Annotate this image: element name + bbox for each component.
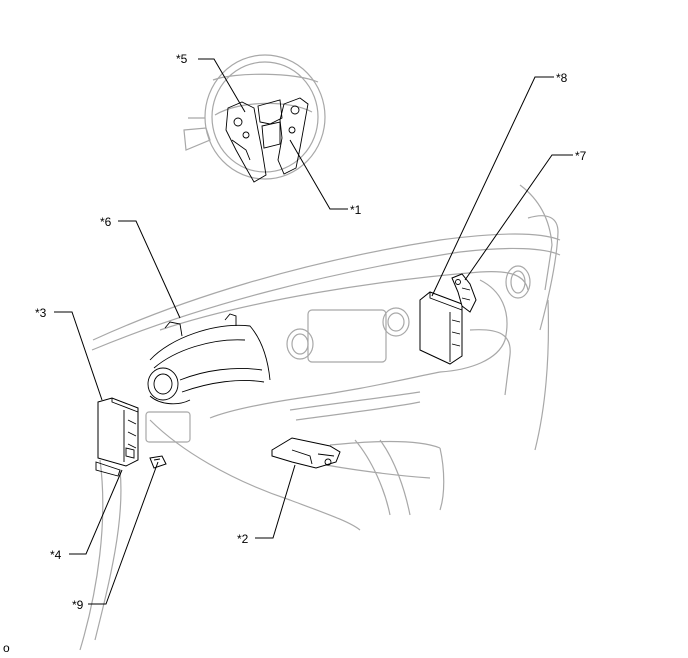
callout-1: *1 (350, 203, 362, 217)
callout-8: *8 (556, 71, 568, 85)
left-side-ecu (95, 397, 139, 477)
leader-line-9 (88, 461, 159, 605)
leader-line-8 (431, 76, 554, 297)
corner-mark: o (3, 641, 10, 655)
leader-line-6 (118, 220, 181, 319)
leader-lines (54, 58, 573, 605)
floor-ecu (271, 437, 341, 469)
callout-7: *7 (575, 149, 587, 163)
leader-line-7 (464, 154, 573, 281)
leader-line-5 (198, 58, 246, 113)
callout-5: *5 (176, 52, 188, 66)
leader-line-4 (69, 469, 123, 555)
callout-6: *6 (100, 215, 112, 229)
right-bracket-sensor (451, 273, 477, 313)
callout-4: *4 (50, 548, 62, 562)
callout-2: *2 (237, 532, 249, 546)
leader-line-2 (255, 464, 296, 539)
combination-meter (147, 313, 271, 405)
leader-line-1 (289, 139, 348, 210)
steering-wheel-illustration (183, 54, 326, 183)
right-side-ecu (419, 291, 463, 365)
callout-9: *9 (72, 598, 84, 612)
leader-line-3 (54, 311, 103, 401)
callout-3: *3 (35, 306, 47, 320)
callout-labels: *1 *2 *3 *4 *5 *6 *7 *8 *9 (35, 52, 587, 612)
cabin-outline (79, 184, 561, 651)
